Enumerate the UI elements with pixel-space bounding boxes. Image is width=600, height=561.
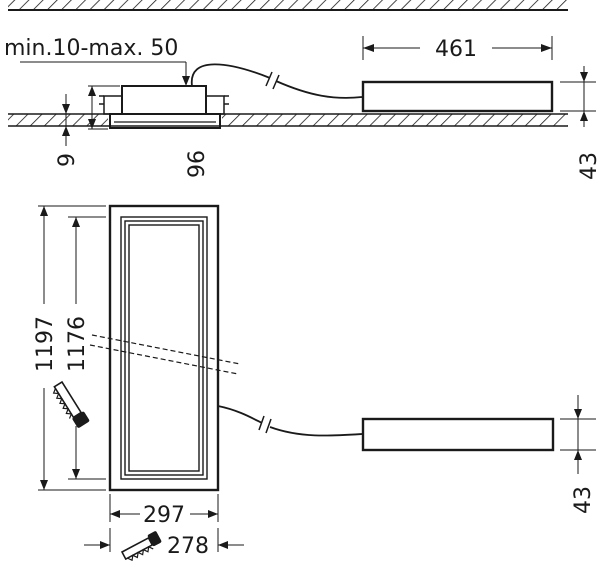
dimension-9: 9 [55,94,100,167]
luminaire-side-view [99,85,229,129]
dimension-1197: 1197 [33,205,106,491]
depth-range: min.10-max. 50 [4,36,190,86]
dim-label-43-top: 43 [577,152,600,180]
saw-icon [120,531,162,561]
dimension-1176: 1176 [65,216,106,480]
dim-label-278: 278 [167,534,209,559]
ceiling-section [8,113,568,127]
dimension-278: 278 [84,528,244,559]
dim-label-9: 9 [55,153,80,167]
cable-bottom [217,405,363,437]
dim-label-1197: 1197 [33,316,58,372]
dimension-461: 461 [362,36,553,62]
dimension-96: 96 [88,85,210,178]
luminaire-plan-view [108,204,220,492]
dim-label-461: 461 [435,37,477,62]
dim-label-297: 297 [143,503,185,528]
dimension-297: 297 [109,494,219,528]
dim-label-depth-range: min.10-max. 50 [4,36,178,61]
dimension-43-bottom: 43 [560,395,596,514]
ceiling-top [8,0,568,11]
cutout-dashed-line [89,334,241,375]
dim-label-96: 96 [185,150,210,178]
driver-box-bottom [361,417,555,452]
dim-label-43-bottom: 43 [571,486,596,514]
saw-icon [52,380,90,428]
dim-label-1176: 1176 [65,316,90,372]
cable-top [191,63,363,99]
dimension-43-top: 43 [560,66,600,180]
driver-box-top [361,80,554,113]
